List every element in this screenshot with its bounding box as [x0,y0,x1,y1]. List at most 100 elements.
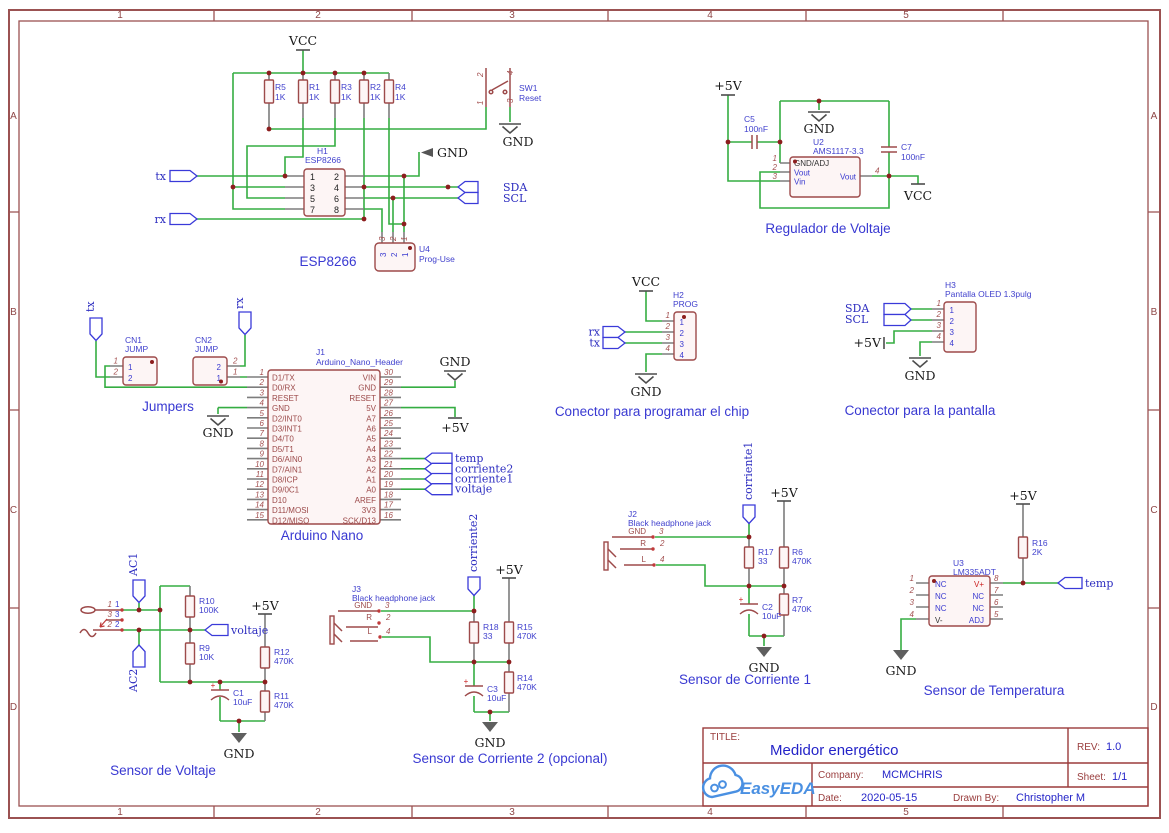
row-label: C [10,505,17,516]
capacitor-C2[interactable]: + C2 10uF [739,595,782,621]
port-flag-tx[interactable]: tx [589,337,627,350]
port-flag-corriente2[interactable]: corriente2 [467,514,481,597]
ic-U2[interactable]: U2 AMS1117-3.3 1 2 3 4 GND/ADJ Vout Vin … [772,137,880,198]
vcc-flag[interactable]: VCC [631,274,660,292]
gnd-symbol[interactable]: GND [886,650,917,678]
barrel-jack[interactable]: 1 1 3 3 2 2 [79,600,124,638]
ic-U4[interactable]: 3 2 1 3 2 1 U4 Prog-Use [374,236,455,272]
junctions [725,98,892,179]
capacitor-C1[interactable]: + C1 10uF [210,681,253,707]
p5v-flag[interactable]: +5V [770,485,799,502]
port-flag-corriente1[interactable]: corriente1 [742,442,756,525]
vcc-flag[interactable]: VCC [903,183,932,203]
gnd-symbol[interactable]: GND [440,354,471,381]
port-flag-corriente1[interactable]: corriente1 [423,473,513,486]
capacitor-C7[interactable]: C7 100nF [881,142,925,162]
capacitor-C3[interactable]: + C3 10uF [464,677,507,703]
gnd-symbol[interactable]: GND [905,357,936,383]
port-flag-temp[interactable]: temp [423,452,483,465]
section-label: Conector para la pantalla [845,403,996,418]
port-flag-corriente2[interactable]: corriente2 [423,462,513,475]
header-J1[interactable]: J1 Arduino_Nano_Header 12345678910111213… [255,347,403,525]
port-flag-ac2[interactable]: AC2 [127,644,146,693]
port-flag-rx[interactable]: rx [589,326,627,339]
p5v-flag[interactable]: +5V [251,598,280,615]
port-flag-scl[interactable]: SCL [845,313,912,327]
wires[interactable] [727,95,919,209]
port-flag-ac1[interactable]: AC1 [127,553,146,604]
p5v-flag[interactable]: +5V [495,562,524,579]
wires[interactable] [95,335,247,414]
section-label: Conector para programar el chip [555,404,749,419]
connector-CN1[interactable]: CN1 JUMP 1 2 1 2 [113,335,158,386]
vcc-flag[interactable]: VCC [288,33,317,51]
pin-name: A1 [366,476,376,485]
gnd-symbol[interactable]: GND [631,373,662,399]
gnd-symbol[interactable]: GND [804,111,835,136]
headphone-jack-J3[interactable]: J3 Black headphone jack GND R L 3 2 4 [329,584,436,645]
port-flag-rx[interactable]: rx [155,212,199,226]
port-flag-tx-vertical[interactable]: tx [84,301,103,342]
wires[interactable] [625,291,662,372]
headphone-jack-J2[interactable]: J2 Black headphone jack GND R L 3 2 4 [603,509,712,571]
port-flag-voltaje[interactable]: voltaje [203,623,268,637]
p5v-flag[interactable]: +5V [854,335,885,350]
p5v-label: +5V [251,598,279,613]
pin-num: 1 [910,574,914,583]
port-flag-temp[interactable]: temp [1056,576,1113,590]
gnd-symbol[interactable]: GND [749,647,780,675]
p5v-flag[interactable]: +5V [714,78,743,96]
port-label: rx [589,326,601,339]
pin-name: Vout [840,173,857,182]
gnd-symbol[interactable]: GND [203,415,234,440]
port-flag-scl[interactable]: SCL [456,191,527,205]
pin-leads [110,365,240,378]
wires[interactable] [900,582,1058,650]
p5v-flag[interactable]: +5V [1009,488,1038,505]
gnd-symbol[interactable]: GND [475,722,506,750]
switch-SW1[interactable]: 2 1 4 3 SW1 Reset [476,68,542,107]
gnd-flag[interactable]: GND [421,145,468,160]
gnd-symbol[interactable]: GND [498,123,533,149]
port-flag-sda[interactable]: SDA [845,302,912,316]
col-label: 2 [315,807,321,818]
pin-num: 1 [114,357,118,366]
port-flag-tx[interactable]: tx [155,169,199,183]
wires[interactable] [886,308,932,356]
port-flag-voltaje[interactable]: voltaje [423,483,492,496]
wires[interactable] [655,523,784,646]
port-flag-sda[interactable]: SDA [456,180,528,194]
gnd-symbol[interactable]: GND [224,733,255,761]
capacitor-C5[interactable]: C5 100nF [744,114,768,149]
wires[interactable] [401,381,456,490]
p5v-flag[interactable]: +5V [441,417,470,435]
p5v-label: +5V [441,420,469,435]
wires[interactable] [195,50,511,232]
port-flag-rx-vertical[interactable]: rx [233,297,252,336]
connector-CN2[interactable]: CN2 JUMP 2 1 2 1 [192,335,238,386]
jumpers-section: tx rx CN1 JUMP 1 2 1 2 CN2 JUMP 2 1 2 1 … [84,297,252,440]
pin-name: GND [628,527,646,536]
ref: CN2 [195,335,212,345]
gnd-label: GND [475,735,506,750]
